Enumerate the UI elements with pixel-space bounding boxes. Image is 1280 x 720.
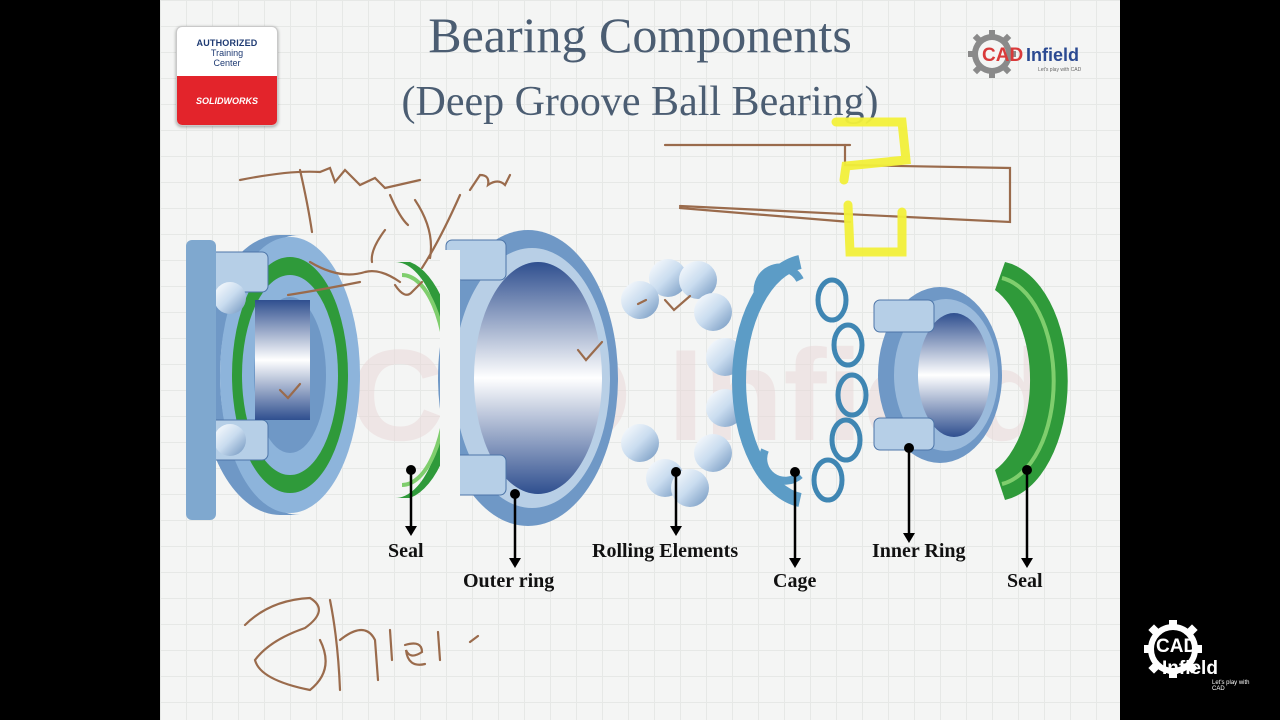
cad-infield-logo: CAD Infield Let's play with CAD <box>968 30 1082 78</box>
badge-center: Center <box>213 58 241 68</box>
badge-authorized: AUTHORIZED <box>196 38 258 48</box>
solidworks-logo: SOLIDWORKS <box>177 76 277 125</box>
logo-cad: CAD <box>982 45 1023 66</box>
arrow-inner-ring <box>903 443 915 543</box>
authorized-training-badge: AUTHORIZED Training Center SOLIDWORKS <box>176 26 278 126</box>
outer-ring-part <box>438 230 618 526</box>
logo-tagline: Let's play with CAD <box>1038 67 1082 73</box>
cage-part <box>732 255 869 507</box>
logo-infield: Infield <box>1026 45 1079 65</box>
label-seal-right: Seal <box>1007 570 1043 592</box>
badge-training: Training <box>210 48 244 58</box>
bearing-diagram: CAD Infield <box>186 117 1068 692</box>
yellow-highlight <box>831 117 911 257</box>
label-inner-ring: Inner Ring <box>872 540 966 562</box>
channel-gear-icon <box>1144 620 1202 678</box>
channel-logo-text: CAD Infield Let's play with CAD <box>1156 636 1256 692</box>
channel-logo-tagline: Let's play with CAD <box>1212 680 1250 692</box>
page-subtitle: (Deep Groove Ball Bearing) <box>401 79 879 125</box>
assembled-bearing <box>186 235 360 520</box>
arrow-rolling-elements <box>670 467 682 536</box>
channel-logo-cad: CAD <box>1156 636 1198 657</box>
arrow-seal-right <box>1021 465 1033 568</box>
label-rolling-elements: Rolling Elements <box>592 540 739 562</box>
rolling-elements-part <box>621 259 744 507</box>
arrow-cage <box>789 467 801 568</box>
inner-ring-part <box>873 287 1002 463</box>
page-title: Bearing Components <box>428 7 852 63</box>
slide: Bearing Components (Deep Groove Ball Bea… <box>160 0 1120 720</box>
label-cage: Cage <box>773 570 817 592</box>
callout-arrows <box>405 443 1033 568</box>
channel-logo-infield: Infield <box>1162 658 1218 679</box>
label-seal-left: Seal <box>388 540 424 562</box>
arrow-outer-ring <box>509 489 521 568</box>
solidworks-logo-text: SOLIDWORKS <box>196 95 258 106</box>
label-outer-ring: Outer ring <box>463 570 555 592</box>
arrow-seal-left <box>405 465 417 536</box>
